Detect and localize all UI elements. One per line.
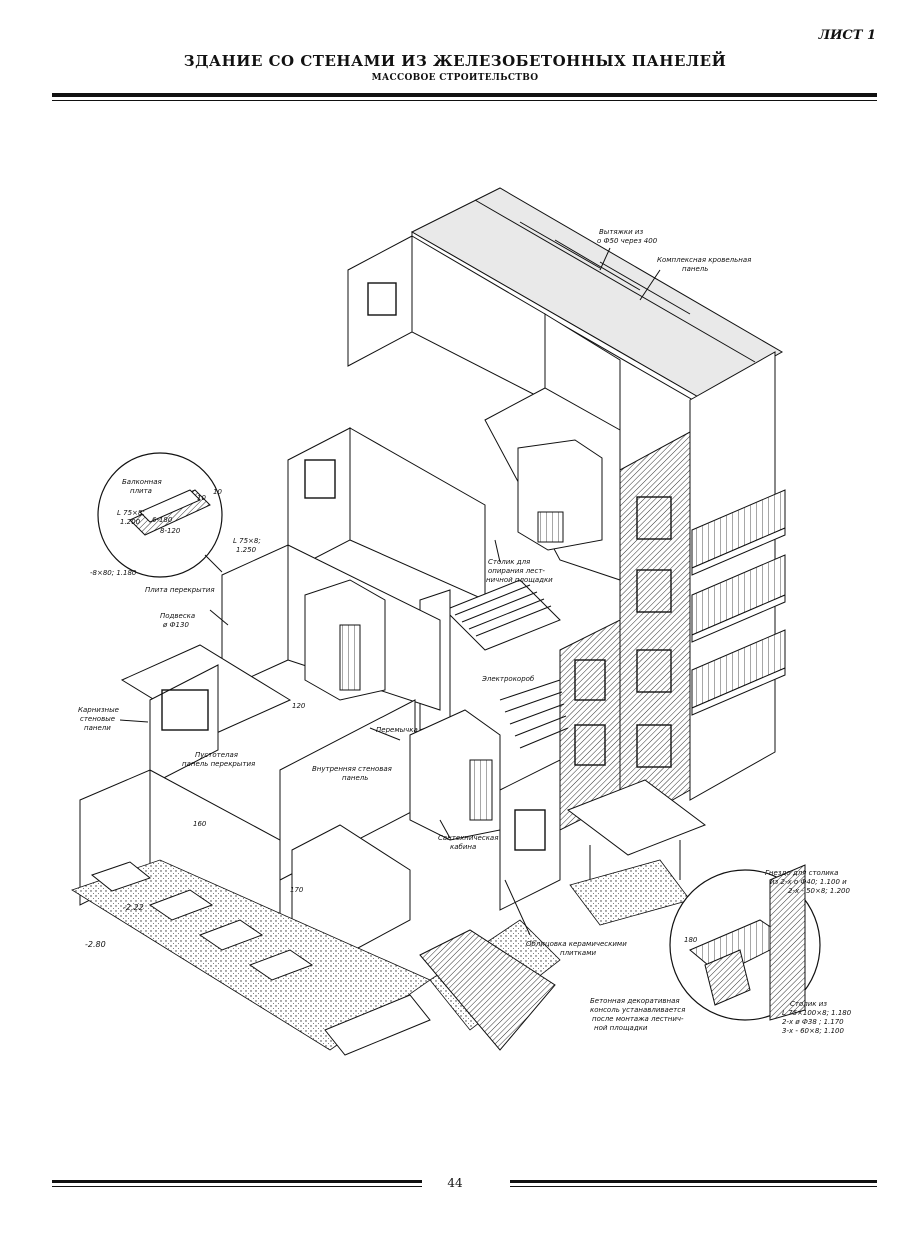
- svg-text:после монтажа лестнич-: после монтажа лестнич-: [592, 1015, 684, 1023]
- footer-rule-left-thin: [52, 1186, 422, 1187]
- mark-120: 120: [292, 702, 306, 710]
- middle-floor-block: [221, 544, 441, 711]
- level-mark-2: -2.80: [85, 940, 106, 949]
- sheet-number: ЛИСТ 1: [818, 28, 876, 43]
- svg-text:Бетонная декоративная: Бетонная декоративная: [590, 997, 680, 1005]
- label-podveska: Подвеска: [160, 612, 195, 620]
- svg-text:панель: панель: [682, 265, 708, 273]
- footer-rule-right-thin: [510, 1186, 877, 1187]
- svg-text:о Ф50 через 400: о Ф50 через 400: [597, 237, 658, 245]
- window-icon: [367, 282, 397, 316]
- page-number: 44: [447, 1176, 463, 1190]
- svg-text:6-180: 6-180: [152, 516, 173, 524]
- label-karniznye: Карнизные: [78, 706, 119, 714]
- svg-text:ø Ф130: ø Ф130: [162, 621, 189, 629]
- svg-text:ничной площадки: ничной площадки: [486, 576, 553, 584]
- svg-text:3-х - 60×8; 1.100: 3-х - 60×8; 1.100: [782, 1027, 844, 1035]
- svg-text:Балконная: Балконная: [122, 478, 162, 486]
- header-rule-thin: [52, 100, 877, 101]
- window-icon: [636, 569, 672, 613]
- footer-rule-left: [52, 1180, 422, 1183]
- svg-text:L 75×8;: L 75×8;: [233, 537, 261, 545]
- left-wing: [79, 644, 561, 956]
- svg-text:панели: панели: [84, 724, 111, 732]
- foundation: [71, 859, 561, 1056]
- svg-text:Столик из: Столик из: [790, 1000, 827, 1008]
- detail-circle-right: [669, 864, 821, 1021]
- svg-text:L 75×8;: L 75×8;: [117, 509, 145, 517]
- window-icon: [304, 459, 336, 499]
- window-icon: [636, 496, 672, 540]
- window-icon: [574, 659, 606, 701]
- svg-text:L 75×100×8; 1.180: L 75×100×8; 1.180: [782, 1009, 852, 1017]
- label-peremychka: Перемычка: [376, 726, 418, 734]
- footer-rule-right: [510, 1180, 877, 1183]
- svg-text:стеновые: стеновые: [80, 715, 115, 723]
- window-icon: [514, 809, 546, 851]
- page-subtitle: МАССОВОЕ СТРОИТЕЛЬСТВО: [371, 73, 539, 83]
- leader-lines: [119, 247, 661, 936]
- window-icon: [636, 649, 672, 693]
- svg-text:10: 10: [197, 494, 206, 502]
- page-title: ЗДАНИЕ СО СТЕНАМИ ИЗ ЖЕЛЕЗОБЕТОННЫХ ПАНЕ…: [183, 52, 727, 70]
- header-rule-thick: [52, 93, 877, 97]
- svg-text:панель: панель: [342, 774, 368, 782]
- label-stolik: Столик для: [488, 558, 530, 566]
- central-core: [287, 387, 621, 601]
- svg-text:консоль устанавливается: консоль устанавливается: [590, 1006, 685, 1014]
- svg-text:плитками: плитками: [560, 949, 596, 957]
- svg-text:10: 10: [213, 488, 222, 496]
- window-icon: [161, 689, 209, 731]
- svg-text:Гнездо для столика: Гнездо для столика: [765, 869, 838, 877]
- label-pustotelaya: Пустотелая: [195, 751, 238, 759]
- entrance-canopy: [566, 779, 707, 926]
- svg-text:1.250: 1.250: [236, 546, 257, 554]
- svg-text:-8×80; 1.180: -8×80; 1.180: [90, 569, 137, 577]
- svg-text:плита: плита: [130, 487, 152, 495]
- label-vytyazhki: Вытяжки из: [599, 228, 643, 236]
- svg-text:180: 180: [684, 936, 698, 944]
- window-icon: [574, 724, 606, 766]
- detail-circle-left: [97, 452, 223, 578]
- svg-text:панель перекрытия: панель перекрытия: [182, 760, 255, 768]
- svg-text:кабина: кабина: [450, 843, 476, 851]
- label-roof-panel: Комплексная кровельная: [657, 256, 751, 264]
- svg-text:ной площадки: ной площадки: [594, 1024, 648, 1032]
- window-icon: [636, 724, 672, 768]
- svg-text:2-х - 50×8; 1.200: 2-х - 50×8; 1.200: [788, 887, 850, 895]
- svg-text:Плита перекрытия: Плита перекрытия: [145, 586, 215, 594]
- detail-right-labels: Гнездо для столика из 2-х о Ф40; 1.100 и…: [590, 869, 852, 1035]
- mark-170: 170: [290, 886, 304, 894]
- svg-text:из 2-х о Ф40; 1.100 и: из 2-х о Ф40; 1.100 и: [770, 878, 847, 886]
- detail-left-labels: Балконная плита L 75×8; 1.200 L 75×8; 1.…: [90, 478, 261, 594]
- level-mark-1: -2.22: [123, 903, 144, 912]
- svg-text:2-х ø Ф38 ; 1.170: 2-х ø Ф38 ; 1.170: [782, 1018, 844, 1026]
- svg-text:1.200: 1.200: [120, 518, 141, 526]
- roof-panels: [410, 187, 784, 405]
- balconies: [691, 489, 786, 716]
- label-oblicovka: Облицовка керамическими: [526, 940, 627, 948]
- mark-160: 160: [193, 820, 207, 828]
- label-santeh: Сантехническая: [438, 834, 498, 842]
- diagram-labels: Вытяжки из о Ф50 через 400 Комплексная к…: [78, 228, 751, 957]
- label-vnutr: Внутренняя стеновая: [312, 765, 392, 773]
- svg-text:опирания лест-: опирания лест-: [488, 567, 545, 575]
- svg-text:8-120: 8-120: [160, 527, 181, 535]
- label-electro: Электрокороб: [481, 675, 535, 683]
